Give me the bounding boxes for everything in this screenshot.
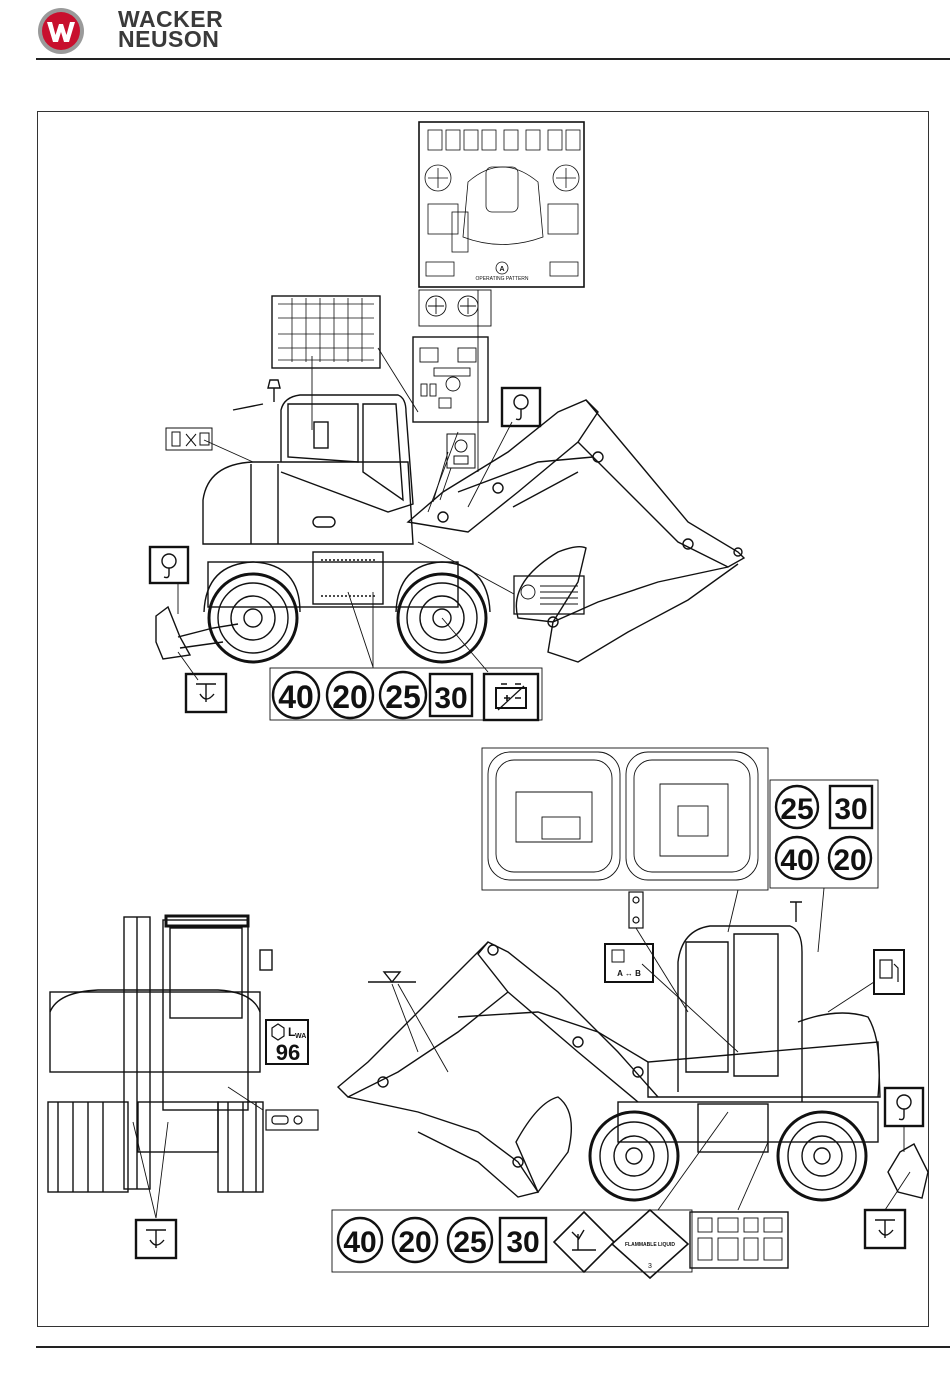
speed-grid-4: 20: [833, 844, 866, 877]
header-rule: [36, 58, 950, 60]
decal-water-level: [368, 972, 416, 982]
decal-lever-indicator: [629, 892, 643, 928]
decal-tie-down-rear: [136, 1220, 176, 1258]
operating-pattern-caption: OPERATING PATTERN: [475, 276, 528, 282]
battery-icon: [496, 684, 526, 710]
speed-grid-2: 30: [834, 793, 867, 826]
excavator-rear-view: [48, 916, 272, 1192]
noise-value: 96: [276, 1040, 300, 1065]
figure-frame: A OPERATING PATTERN: [37, 111, 929, 1327]
noise-subscript: WA: [295, 1033, 306, 1040]
decal-fuse-chart: [272, 296, 380, 368]
brand-name: WACKER NEUSON: [118, 9, 223, 49]
switch-ab-label: A ↔ B: [617, 969, 641, 978]
speed-sign-top-2: 20: [332, 679, 368, 715]
bottom-callout-leaders: [392, 888, 910, 1210]
excavator-side-view-bottom: [338, 902, 928, 1200]
speed-grid-1: 25: [780, 793, 813, 826]
fuel-diesel-icon: [874, 950, 904, 994]
decal-tire-pressure: [266, 1110, 318, 1130]
decal-lifting-hook-top-left: [150, 547, 188, 583]
flammable-liquid-text: FLAMMABLE LIQUID: [625, 1242, 675, 1248]
decal-tie-down-top: [186, 674, 226, 712]
wacker-neuson-logo-icon: [36, 6, 86, 56]
footer-rule: [36, 1346, 950, 1348]
flammable-class: 3: [648, 1263, 652, 1270]
speed-sign-bottom-2: 20: [398, 1226, 431, 1259]
decal-control-functions: [413, 337, 488, 422]
decal-location-diagram: A OPERATING PATTERN: [38, 112, 930, 1328]
decal-tie-down-bottom-right: [865, 1210, 905, 1248]
decal-joystick-pattern-small: [419, 290, 491, 326]
speed-grid-3: 40: [780, 844, 813, 877]
brand-line-2: NEUSON: [118, 29, 223, 49]
decal-operating-pattern-panel: A OPERATING PATTERN: [419, 122, 584, 287]
speed-sign-top-3: 25: [385, 679, 421, 715]
speed-sign-bottom-4: 30: [506, 1226, 539, 1259]
speed-sign-bottom-1: 40: [343, 1226, 376, 1259]
decal-lifting-hook-bottom-right: [885, 1088, 923, 1126]
decal-overview-panels: [482, 748, 768, 890]
decal-safety-instructions-sheet: [690, 1212, 788, 1268]
page-header: WACKER NEUSON: [0, 0, 950, 62]
pattern-letter: A: [499, 266, 504, 273]
environment-hazard-icon: [572, 1230, 596, 1250]
speed-sign-bottom-3: 25: [453, 1226, 486, 1259]
speed-sign-top-1: 40: [278, 679, 314, 715]
decal-lifting-hook-top-right: [502, 388, 540, 426]
decal-fire-extinguisher-top: [166, 428, 212, 450]
speed-sign-top-4: 30: [434, 682, 467, 715]
